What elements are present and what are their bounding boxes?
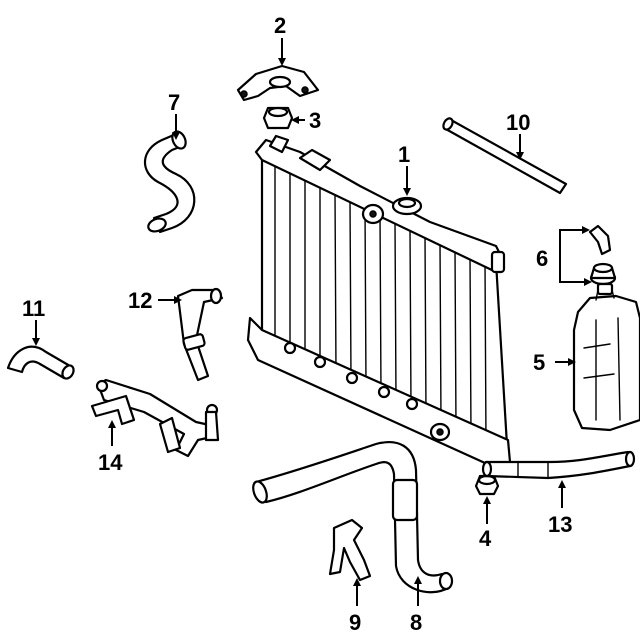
radiator-fins	[274, 164, 487, 444]
callout-numbers: 1 2 3 4 5 6 7 8 9 10 11 12 13 14	[22, 13, 572, 635]
leader-6	[559, 226, 590, 258]
callout-2: 2	[274, 13, 286, 38]
lower-hose-part-8	[252, 440, 454, 594]
reservoir-cap-part-6	[588, 224, 617, 286]
callout-11: 11	[22, 296, 45, 321]
callout-5: 5	[533, 350, 545, 375]
clamp-part-9	[328, 518, 372, 582]
leader-lines	[32, 38, 592, 606]
callout-12: 12	[128, 288, 152, 313]
mount-cushion-part-3	[262, 106, 294, 130]
drain-plug-part-4	[474, 474, 500, 496]
leader-6b	[559, 258, 592, 286]
overflow-tube-part-10	[442, 117, 568, 195]
pipe-assembly-part-14	[90, 378, 220, 458]
callout-4: 4	[479, 526, 492, 551]
upper-bracket-part-2	[236, 64, 320, 102]
reservoir-hose-part-13	[481, 450, 636, 480]
callout-10: 10	[506, 110, 530, 135]
upper-hose-part-7	[143, 130, 196, 234]
bypass-hose-part-12	[176, 287, 224, 382]
callout-1: 1	[398, 142, 410, 167]
callout-8: 8	[410, 610, 422, 635]
coolant-reservoir-part-5	[572, 282, 640, 432]
callout-9: 9	[349, 610, 361, 635]
callout-6: 6	[536, 246, 548, 271]
radiator-part-1	[246, 134, 512, 470]
callout-14: 14	[98, 450, 123, 475]
callout-7: 7	[168, 90, 180, 115]
small-hose-part-11	[6, 345, 75, 380]
callout-13: 13	[548, 512, 572, 537]
callout-3: 3	[309, 108, 321, 133]
